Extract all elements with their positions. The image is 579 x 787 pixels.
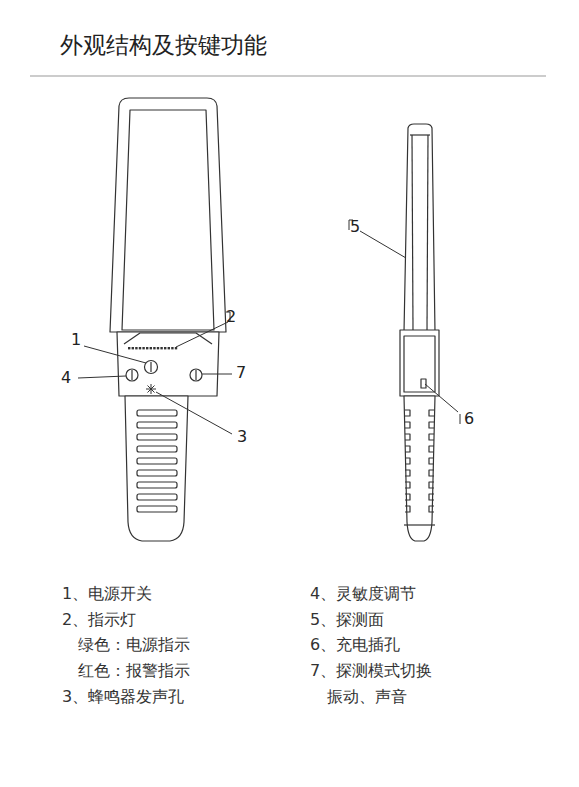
page-title: 外观结构及按键功能 xyxy=(60,32,267,60)
part-list-item: 7、探测模式切换 xyxy=(310,661,432,680)
part-list-item: 5、探测面 xyxy=(310,610,384,629)
callout-number: 6 xyxy=(464,409,474,428)
callout-number: 7 xyxy=(236,363,246,382)
callout-number: 4 xyxy=(61,368,71,387)
callout-number: 2 xyxy=(226,307,236,326)
part-list-note: 红色：报警指示 xyxy=(78,661,190,680)
callout-number: 1 xyxy=(71,330,81,349)
part-list-item: 3、蜂鸣器发声孔 xyxy=(62,687,184,706)
part-list-item: 6、充电插孔 xyxy=(310,635,400,654)
part-list-item: 2、指示灯 xyxy=(62,610,136,629)
part-list-note: 振动、声音 xyxy=(327,687,407,706)
part-list-item: 4、灵敏度调节 xyxy=(310,584,416,603)
part-list-item: 1、电源开关 xyxy=(62,584,152,603)
callout-number: 3 xyxy=(237,427,247,446)
part-list-note: 绿色：电源指示 xyxy=(78,635,190,654)
callout-number: 5 xyxy=(350,217,360,236)
